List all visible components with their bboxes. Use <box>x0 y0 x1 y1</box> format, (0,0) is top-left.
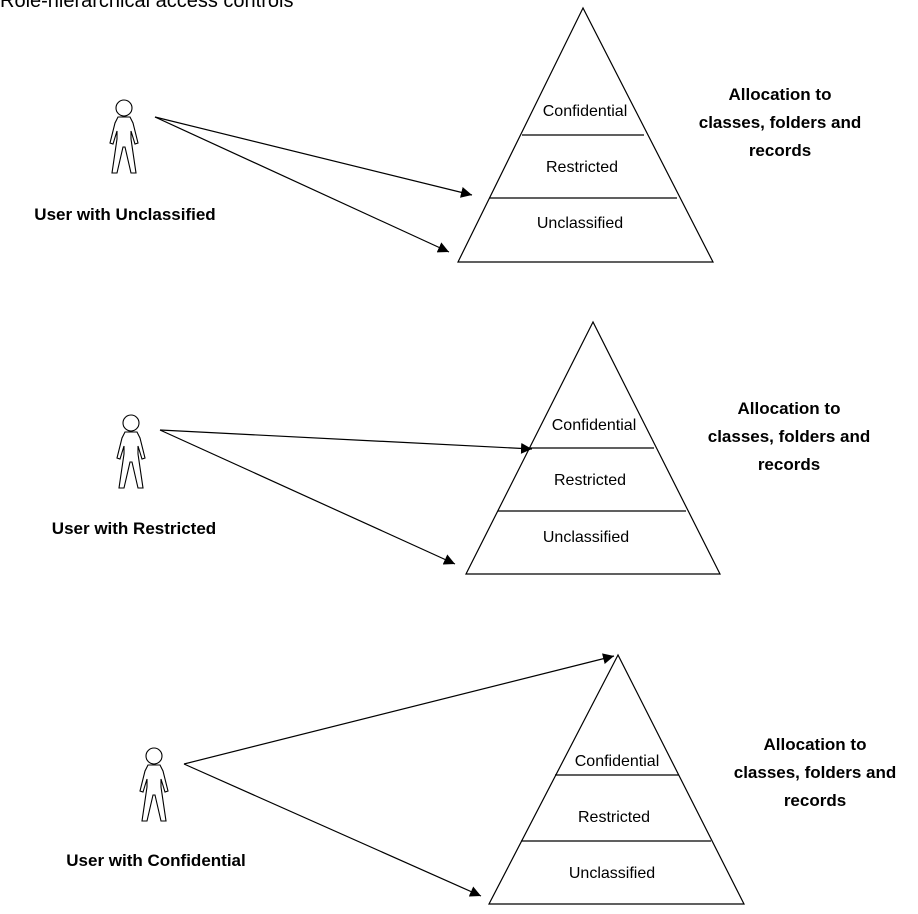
access-arrow <box>154 116 473 198</box>
access-arrow <box>183 653 615 765</box>
access-arrow <box>159 429 533 454</box>
pyramid <box>488 653 745 905</box>
level-label-unclassified: Unclassified <box>569 865 655 882</box>
scenario-unclassified: Confidential Restricted Unclassified All… <box>34 6 862 263</box>
allocation-line-2: classes, folders and <box>699 113 862 132</box>
level-label-confidential: Confidential <box>543 103 628 120</box>
allocation-line-2: classes, folders and <box>708 427 871 446</box>
allocation-line-3: records <box>758 455 820 474</box>
level-label-restricted: Restricted <box>554 472 626 489</box>
access-arrow <box>159 429 456 565</box>
allocation-line-3: records <box>749 141 811 160</box>
level-label-restricted: Restricted <box>546 159 618 176</box>
scenario-confidential: Confidential Restricted Unclassified All… <box>66 653 897 905</box>
level-label-confidential: Confidential <box>552 417 637 434</box>
allocation-line-3: records <box>784 791 846 810</box>
access-arrow <box>154 116 450 253</box>
user-label-unclassified: User with Unclassified <box>34 205 215 224</box>
level-label-unclassified: Unclassified <box>537 215 623 232</box>
person-icon <box>139 747 169 822</box>
scenario-restricted: Confidential Restricted Unclassified All… <box>52 320 871 575</box>
person-icon <box>116 414 146 489</box>
user-label-restricted: User with Restricted <box>52 519 216 538</box>
user-label-confidential: User with Confidential <box>66 851 245 870</box>
allocation-line-1: Allocation to <box>764 735 867 754</box>
level-label-confidential: Confidential <box>575 753 660 770</box>
allocation-line-1: Allocation to <box>738 399 841 418</box>
pyramid <box>457 6 714 263</box>
page-title: Role-hierarchical access controls <box>0 0 294 12</box>
level-label-restricted: Restricted <box>578 809 650 826</box>
access-arrow <box>183 763 482 897</box>
person-icon <box>109 99 139 174</box>
allocation-line-1: Allocation to <box>729 85 832 104</box>
allocation-line-2: classes, folders and <box>734 763 897 782</box>
level-label-unclassified: Unclassified <box>543 529 629 546</box>
